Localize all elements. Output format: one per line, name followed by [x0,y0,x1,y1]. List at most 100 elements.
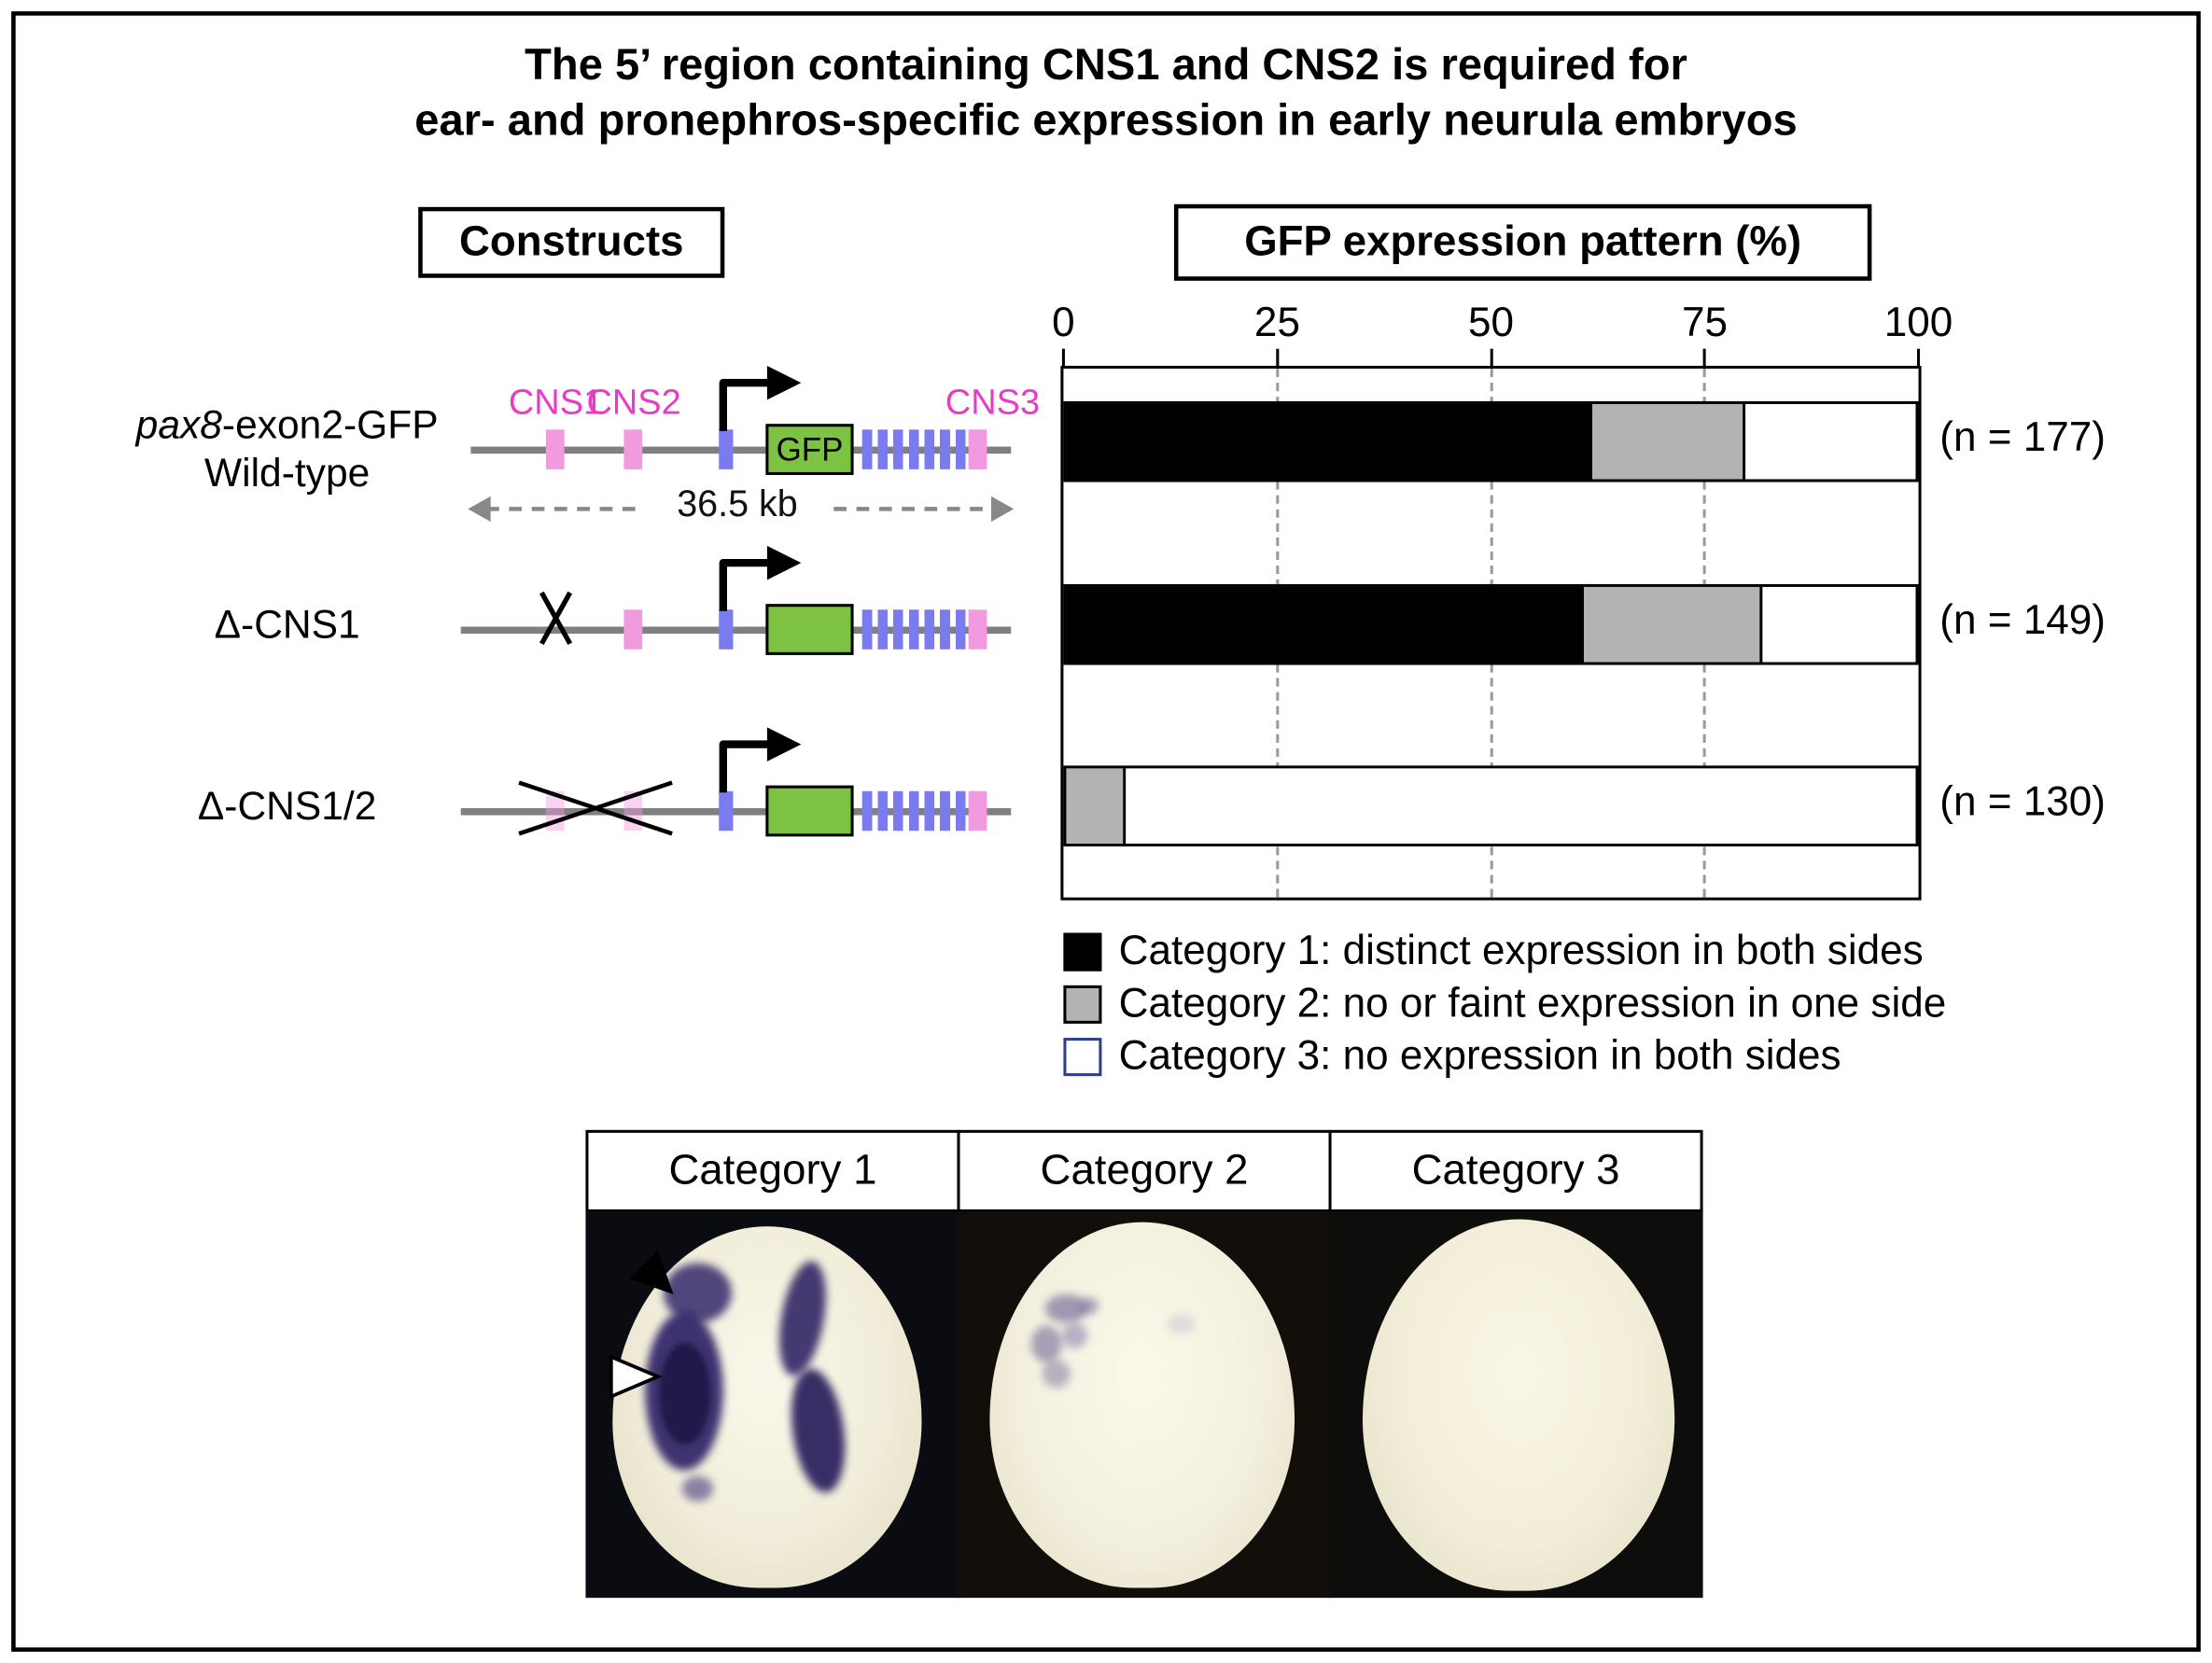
embryo [1362,1219,1675,1591]
cns2-box [623,429,643,469]
stain-blob [1167,1314,1196,1335]
transcription-start-arrow-icon [719,365,802,431]
figure-title: The 5’ region containing CNS1 and CNS2 i… [0,36,2212,147]
photo-panel-category-3: Category 3 [1328,1129,1703,1599]
legend-label: Category 2: no or faint expression in on… [1118,981,1947,1027]
cns3-label: CNS3 [945,383,1041,423]
axis-tick-mark [1061,348,1065,369]
n-label-delta-cns1-2: (n = 130) [1939,779,2106,826]
scale-arrows-icon [468,496,1015,523]
cns1-2-deletion-x-icon [518,780,673,836]
photo-panel-category-1: Category 1 [585,1129,960,1599]
transcription-start-arrow-icon [719,545,802,611]
cns3-box [968,429,987,469]
chart-legend: Category 1: distinct expression in both … [1063,926,1946,1083]
cns3-box [968,609,987,650]
legend-item-category-3: Category 3: no expression in both sides [1063,1030,1946,1083]
construct-subname: Wild-type [203,451,371,496]
transcription-start-arrow-icon [719,727,802,793]
stain-blob [1030,1325,1062,1363]
bar-segment [1584,586,1763,663]
title-line-2: ear- and pronephros-specific expression … [414,94,1798,145]
legend-swatch [1063,1038,1102,1077]
exon1-box [719,609,734,650]
gfp-box [765,785,854,837]
exon1-box [719,429,734,469]
construct-label-delta-cns1: Δ-CNS1 [214,602,360,647]
construct-name: pax8-exon2-GFP [120,401,454,450]
bar-row [1063,765,1919,846]
cns2-box [623,609,643,650]
genomic-line [460,626,1012,635]
chart-plot: 0 25 50 75 100 [1052,300,1953,901]
gfp-box [765,604,854,655]
bar-row [1063,400,1919,482]
bar-segment [1066,586,1585,663]
cns1-deletion-x-icon [539,591,573,646]
legend-label: Category 3: no expression in both sides [1118,1033,1841,1080]
chart-header: GFP expression pattern (%) [1173,203,1872,281]
constructs-header: Constructs [418,206,725,278]
stain-blob [1044,1294,1088,1323]
cns3-box [968,790,987,832]
cns2-label: CNS2 [586,383,681,423]
title-line-1: The 5’ region containing CNS1 and CNS2 i… [525,39,1687,90]
construct-label-delta-cns1-2: Δ-CNS1/2 [197,784,377,829]
legend-item-category-1: Category 1: distinct expression in both … [1063,926,1946,978]
legend-label: Category 1: distinct expression in both … [1118,929,1924,974]
gfp-box: GFP [765,424,854,475]
cns1-label: CNS1 [508,383,604,423]
embryo-photo-category-3 [1328,1211,1703,1599]
photo-panel-header: Category 2 [957,1129,1332,1212]
stain-blob [659,1342,711,1446]
downstream-exons [861,429,973,469]
photo-panel-header: Category 3 [1328,1129,1703,1212]
bar-segment [1066,768,1127,844]
stain-blob [1079,1297,1099,1315]
stain-blob [1061,1322,1088,1349]
exon1-box [719,790,734,832]
axis-tick-label: 100 [1883,300,1953,346]
construct-diagram-delta-cns1-2 [460,727,1029,884]
bar-segment [1745,403,1916,480]
cns1-box [545,429,565,469]
construct-diagram-wild-type: CNS1 CNS2 CNS3 GFP 36.5 kb [461,365,1040,546]
bar-segment [1066,403,1593,480]
embryo-photo-category-2 [957,1211,1332,1599]
scale-label: 36.5 kb [677,482,798,525]
embryo-photo-category-1 [585,1211,960,1599]
white-arrowhead-icon [609,1354,663,1400]
embryo [989,1222,1295,1588]
axis-tick-label: 50 [1467,300,1514,346]
genomic-line [470,446,1012,454]
bar-segment [1126,768,1916,844]
n-label-wild-type: (n = 177) [1939,415,2106,461]
photo-panels: Category 1 Category 2 [585,1129,1703,1599]
axis-tick-label: 0 [1052,300,1075,346]
photo-panel-category-2: Category 2 [957,1129,1332,1599]
axis-tick-label: 75 [1681,300,1729,346]
downstream-exons [861,790,973,832]
construct-label-wild-type: pax8-exon2-GFP Wild-type [120,401,454,497]
gene-name-italic: pax8 [135,402,222,447]
photo-panel-header: Category 1 [585,1129,960,1212]
stain-blob [681,1475,714,1502]
genomic-line [460,807,1012,816]
legend-swatch [1063,985,1102,1024]
bar-row [1063,583,1919,665]
axis-tick-mark [1275,348,1279,369]
construct-diagram-delta-cns1 [460,545,1029,702]
black-arrowhead-icon [629,1250,674,1295]
axis-tick-mark [1702,348,1707,369]
n-label-delta-cns1: (n = 149) [1939,598,2106,644]
axis-tick-mark [1916,348,1921,369]
bar-segment [1592,403,1746,480]
gene-name-rest: -exon2-GFP [221,402,439,447]
legend-swatch [1063,932,1102,971]
stain-blob [1042,1359,1071,1389]
legend-item-category-2: Category 2: no or faint expression in on… [1063,978,1946,1030]
downstream-exons [861,609,973,650]
axis-tick-mark [1489,348,1492,369]
axis-tick-label: 25 [1253,300,1300,346]
